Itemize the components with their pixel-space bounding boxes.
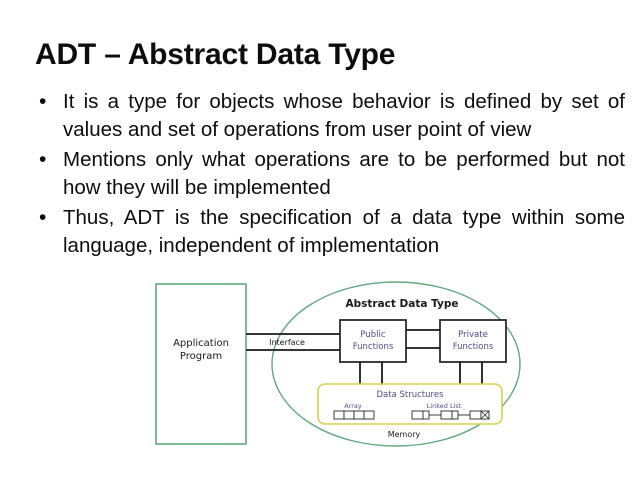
private-functions-label-line1: Private <box>458 330 488 340</box>
list-item: • Mentions only what operations are to b… <box>33 146 625 202</box>
list-item: • It is a type for objects whose behavio… <box>33 88 625 144</box>
page-title: ADT – Abstract Data Type <box>35 38 396 71</box>
application-program-label-line1: Application <box>173 338 229 349</box>
application-program-label-line2: Program <box>180 351 222 362</box>
linked-list-nodes <box>411 410 490 420</box>
linked-list-label: Linked List <box>427 402 462 410</box>
public-functions-box <box>339 319 407 363</box>
interface-label: Interface <box>269 338 305 347</box>
abstract-data-type-ellipse <box>271 281 521 447</box>
bullet-text: It is a type for objects whose behavior … <box>63 90 625 141</box>
array-cells <box>333 410 375 420</box>
public-functions-label-line1: Public <box>360 330 385 340</box>
bullet-marker-icon: • <box>39 148 47 171</box>
private-functions-box <box>439 319 507 363</box>
private-functions-label-line2: Functions <box>453 342 494 352</box>
bullet-list: • It is a type for objects whose behavio… <box>33 88 625 262</box>
memory-label: Memory <box>388 430 421 439</box>
bullet-text: Thus, ADT is the specification of a data… <box>63 206 625 257</box>
list-item: • Thus, ADT is the specification of a da… <box>33 204 625 260</box>
adt-diagram: Application Program Interface Abstract D… <box>150 278 522 453</box>
bullet-text: Mentions only what operations are to be … <box>63 148 625 199</box>
public-functions-label-line2: Functions <box>353 342 394 352</box>
data-structures-label: Data Structures <box>377 390 445 400</box>
bullet-marker-icon: • <box>39 206 47 229</box>
application-program-box <box>155 283 247 445</box>
diagram-title: Abstract Data Type <box>345 298 458 310</box>
array-label: Array <box>344 402 362 410</box>
bullet-marker-icon: • <box>39 90 47 113</box>
